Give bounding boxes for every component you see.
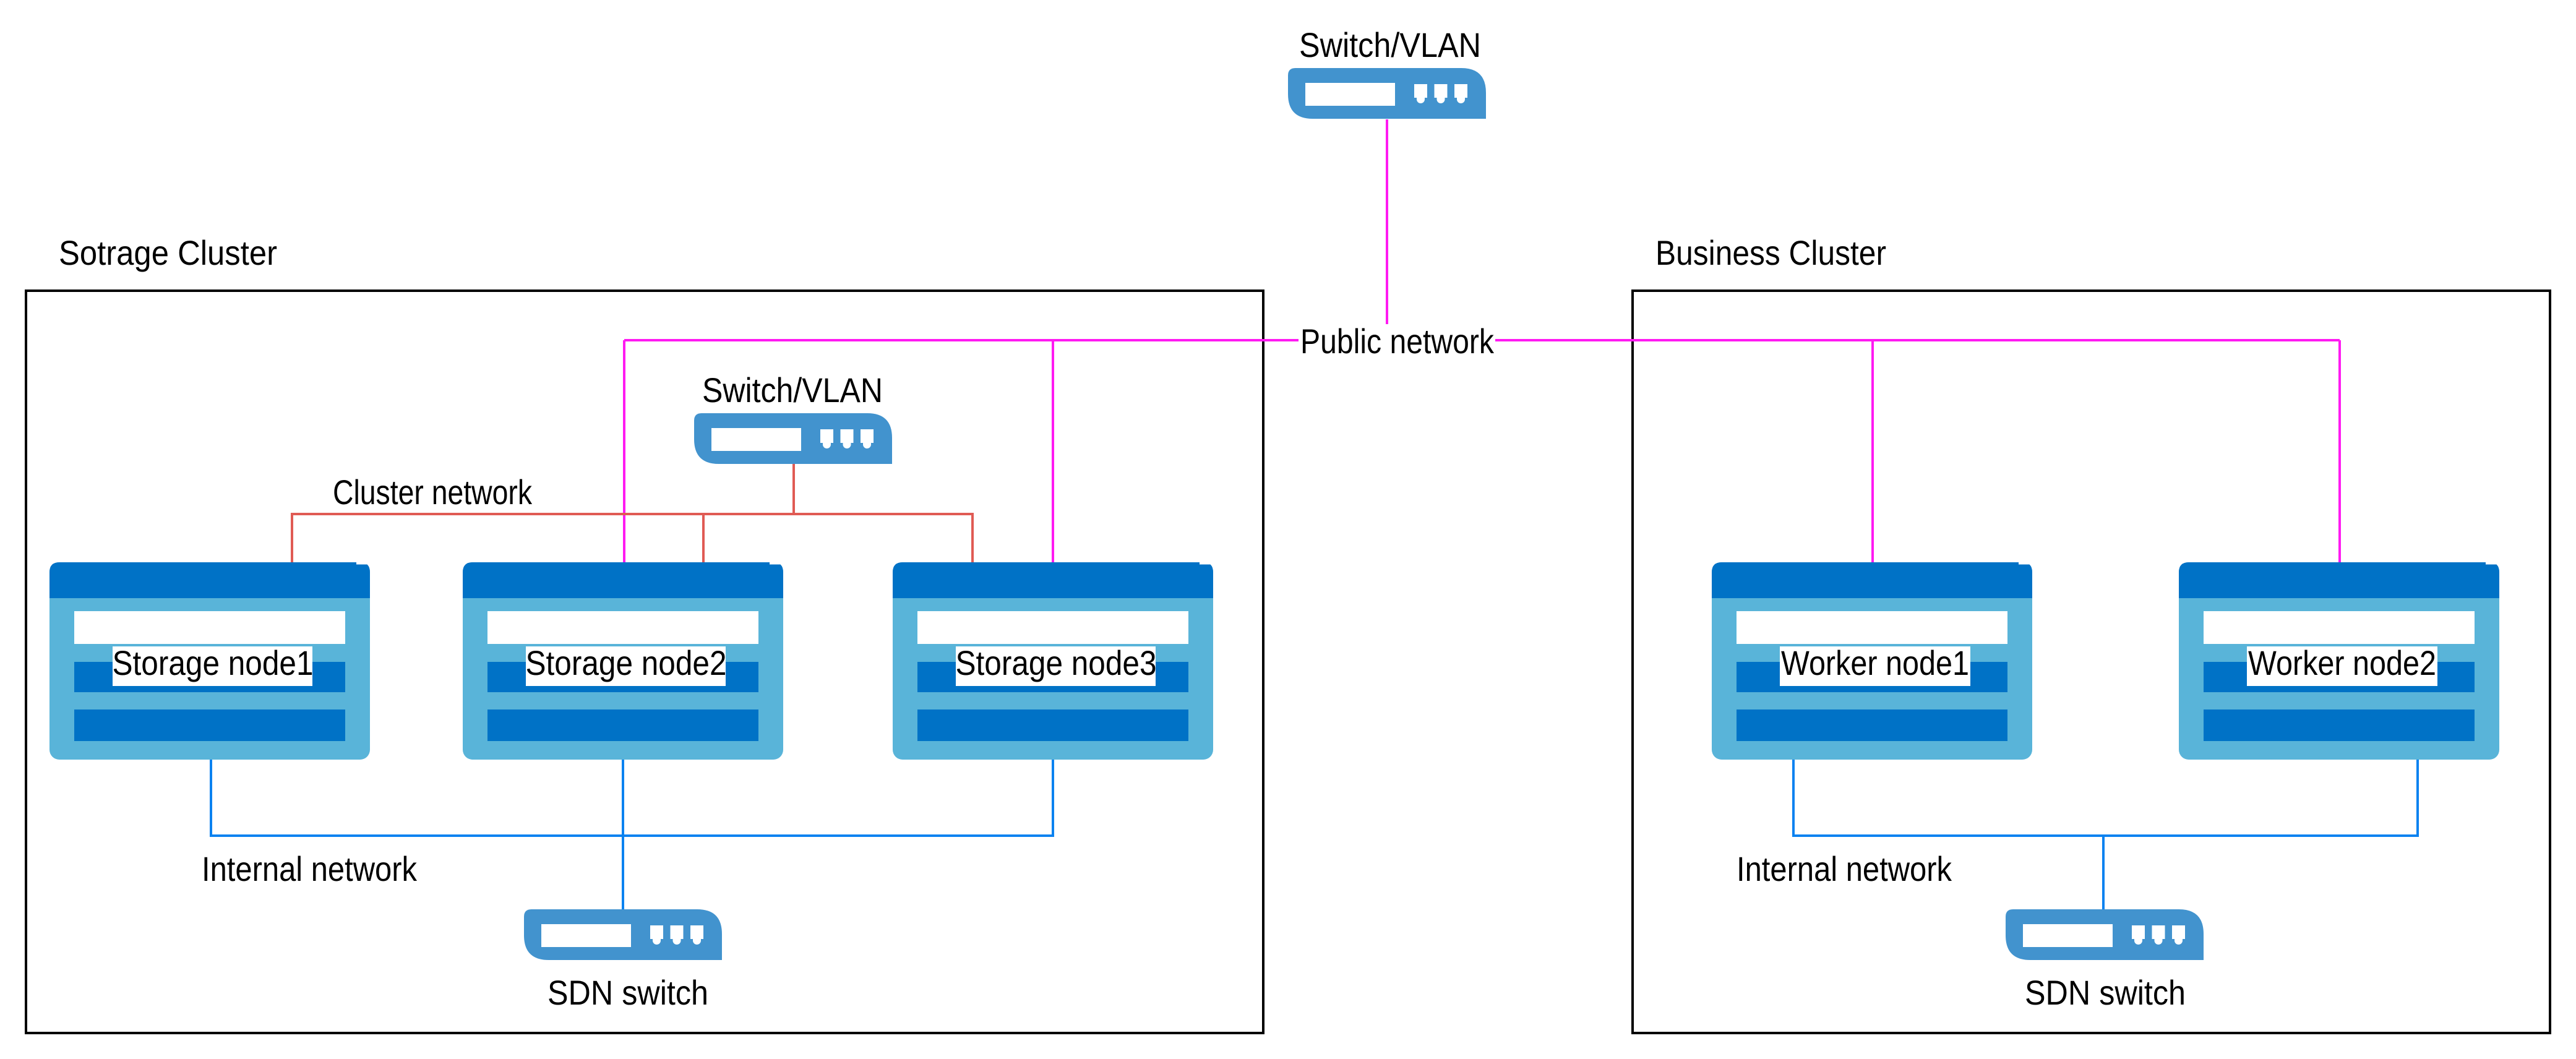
svg-text:Switch/VLAN: Switch/VLAN [702, 371, 883, 409]
svg-text:Storage node3: Storage node3 [956, 643, 1157, 682]
svg-text:SDN switch: SDN switch [2025, 973, 2186, 1012]
svg-text:Storage node1: Storage node1 [113, 643, 314, 682]
svg-text:Worker node1: Worker node1 [1781, 643, 1969, 682]
svg-text:Cluster network: Cluster network [333, 473, 533, 512]
svg-text:Sotrage Cluster: Sotrage Cluster [59, 233, 277, 272]
svg-text:Internal network: Internal network [202, 849, 418, 888]
svg-text:Public network: Public network [1300, 322, 1495, 361]
svg-text:Business Cluster: Business Cluster [1655, 233, 1886, 272]
svg-text:Worker node2: Worker node2 [2248, 643, 2436, 682]
svg-text:SDN switch: SDN switch [547, 973, 708, 1012]
svg-text:Storage node2: Storage node2 [526, 643, 727, 682]
svg-text:Switch/VLAN: Switch/VLAN [1299, 25, 1481, 64]
svg-text:Internal network: Internal network [1737, 849, 1952, 888]
